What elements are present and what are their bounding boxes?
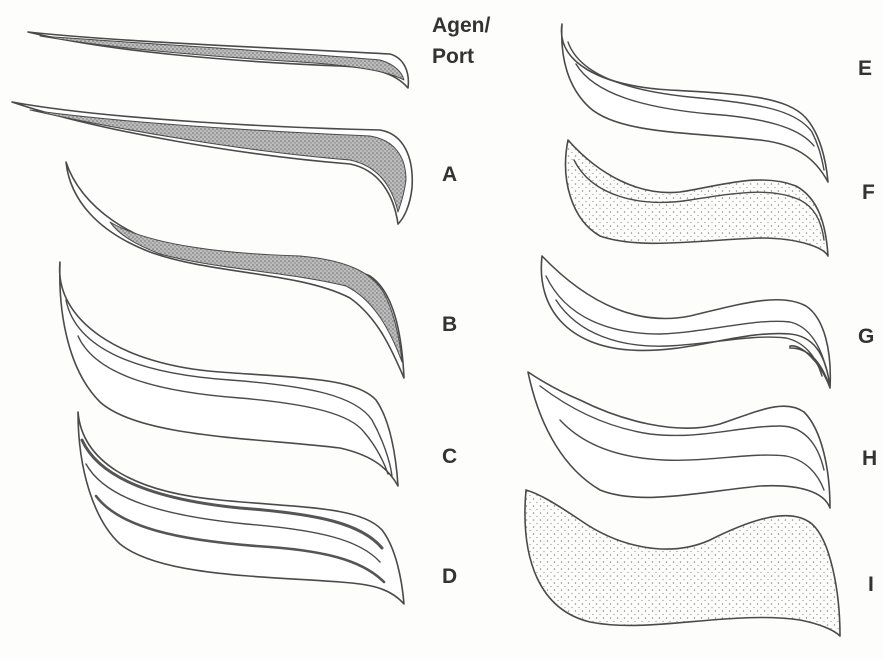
label-d: D xyxy=(442,566,457,587)
profile-agen-port xyxy=(28,32,408,88)
header-line-2: Port xyxy=(432,46,474,67)
label-c: C xyxy=(442,446,457,467)
profile-a xyxy=(12,102,412,224)
label-e: E xyxy=(858,58,872,79)
header-line-1: Agen/ xyxy=(432,15,490,36)
profile-f xyxy=(566,140,828,256)
label-h: H xyxy=(862,448,877,469)
profile-h xyxy=(528,372,830,508)
label-i: I xyxy=(868,574,874,595)
label-f: F xyxy=(862,182,875,203)
label-g: G xyxy=(858,326,874,347)
profile-i xyxy=(525,490,840,636)
label-a: A xyxy=(442,164,457,185)
profile-g xyxy=(541,256,830,388)
profile-e xyxy=(561,24,828,182)
label-b: B xyxy=(442,314,457,335)
